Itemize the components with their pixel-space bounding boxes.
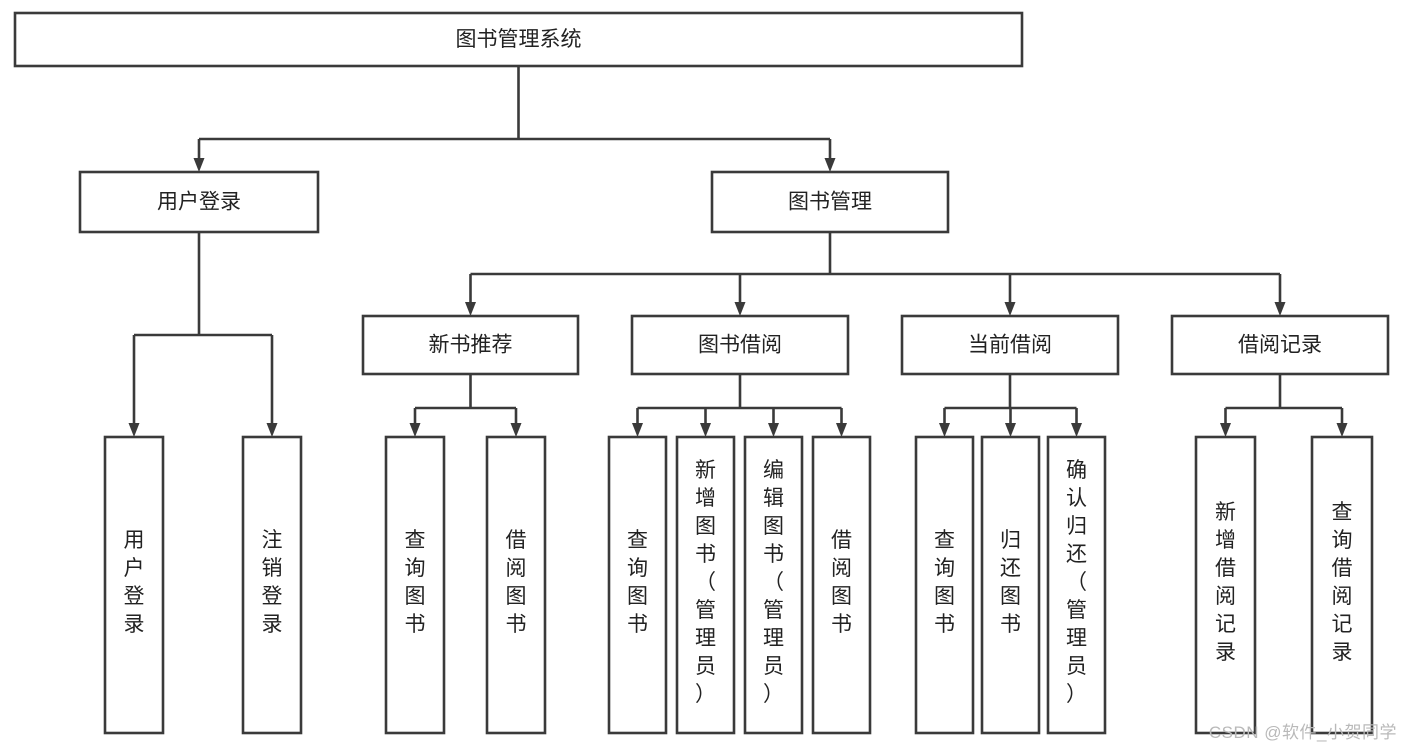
node-box-user-login [78,170,320,234]
node-box-leaf-query-record [1310,435,1374,735]
node-box-book-borrow [630,314,850,376]
connector-layer [128,66,1348,437]
node-box-leaf-user-login [103,435,165,735]
node-box-leaf-edit-book [743,435,804,735]
node-label-leaf-confirm-return: 确认归还（管理员） [1066,459,1087,706]
node-leaf-borrow-book[interactable]: 借阅图书 [811,435,872,735]
node-label-current-borrow: 当前借阅 [968,334,1052,357]
node-leaf-query-book-rec[interactable]: 查询图书 [384,435,446,735]
node-label-leaf-logout: 注销登录 [262,529,283,636]
node-leaf-query-record[interactable]: 查询借阅记录 [1310,435,1374,735]
node-leaf-borrow-book-rec[interactable]: 借阅图书 [485,435,547,735]
node-label-leaf-return-book: 归还图书 [1000,529,1021,636]
node-label-leaf-user-login: 用户登录 [124,529,145,636]
node-leaf-query-book[interactable]: 查询图书 [607,435,668,735]
node-label-book-borrow: 图书借阅 [698,334,782,357]
node-label-leaf-edit-book: 编辑图书（管理员） [763,459,784,706]
node-leaf-query-book-cur[interactable]: 查询图书 [914,435,975,735]
edge-group-current-borrow [939,374,1082,437]
node-label-user-login: 用户登录 [157,191,241,214]
node-layer: 图书管理系统用户登录图书管理新书推荐图书借阅当前借阅借阅记录用户登录注销登录查询… [13,11,1390,735]
node-label-leaf-query-record: 查询借阅记录 [1332,501,1353,664]
node-leaf-return-book[interactable]: 归还图书 [980,435,1041,735]
node-label-root: 图书管理系统 [456,28,582,51]
node-box-leaf-add-record [1194,435,1257,735]
node-box-current-borrow [900,314,1120,376]
edge-group-book-borrow [632,374,847,437]
node-box-leaf-borrow-book-rec [485,435,547,735]
node-label-borrow-record: 借阅记录 [1238,334,1322,357]
node-box-leaf-logout [241,435,303,735]
node-box-leaf-query-book [607,435,668,735]
edge-group-book-manage [465,232,1286,316]
edge-group-new-book-rec [409,374,522,437]
node-root[interactable]: 图书管理系统 [13,11,1024,68]
node-label-leaf-add-book: 新增图书（管理员） [695,459,716,706]
csdn-watermark: CSDN @软件_小贺同学 [1208,723,1397,742]
node-user-login[interactable]: 用户登录 [78,170,320,234]
node-label-leaf-borrow-book-rec: 借阅图书 [506,529,527,636]
node-label-leaf-borrow-book: 借阅图书 [831,529,852,636]
node-label-new-book-rec: 新书推荐 [429,334,513,357]
node-leaf-confirm-return[interactable]: 确认归还（管理员） [1046,435,1107,735]
node-leaf-logout[interactable]: 注销登录 [241,435,303,735]
node-leaf-user-login[interactable]: 用户登录 [103,435,165,735]
node-book-manage[interactable]: 图书管理 [710,170,950,234]
edge-group-root [193,66,836,172]
node-box-leaf-return-book [980,435,1041,735]
node-label-leaf-query-book-rec: 查询图书 [405,529,426,636]
node-box-new-book-rec [361,314,580,376]
node-new-book-rec[interactable]: 新书推荐 [361,314,580,376]
node-box-book-manage [710,170,950,234]
node-label-leaf-query-book: 查询图书 [627,529,648,636]
edge-group-user-login [128,232,278,437]
node-box-root [13,11,1024,68]
node-current-borrow[interactable]: 当前借阅 [900,314,1120,376]
node-leaf-edit-book[interactable]: 编辑图书（管理员） [743,435,804,735]
node-label-leaf-add-record: 新增借阅记录 [1215,501,1236,664]
node-book-borrow[interactable]: 图书借阅 [630,314,850,376]
node-box-leaf-add-book [675,435,736,735]
node-label-leaf-query-book-cur: 查询图书 [934,529,955,636]
node-label-book-manage: 图书管理 [788,191,872,214]
node-leaf-add-book[interactable]: 新增图书（管理员） [675,435,736,735]
node-box-leaf-borrow-book [811,435,872,735]
node-box-borrow-record [1170,314,1390,376]
node-box-leaf-confirm-return [1046,435,1107,735]
node-borrow-record[interactable]: 借阅记录 [1170,314,1390,376]
edge-group-borrow-record [1220,374,1348,437]
node-box-leaf-query-book-cur [914,435,975,735]
node-box-leaf-query-book-rec [384,435,446,735]
node-leaf-add-record[interactable]: 新增借阅记录 [1194,435,1257,735]
